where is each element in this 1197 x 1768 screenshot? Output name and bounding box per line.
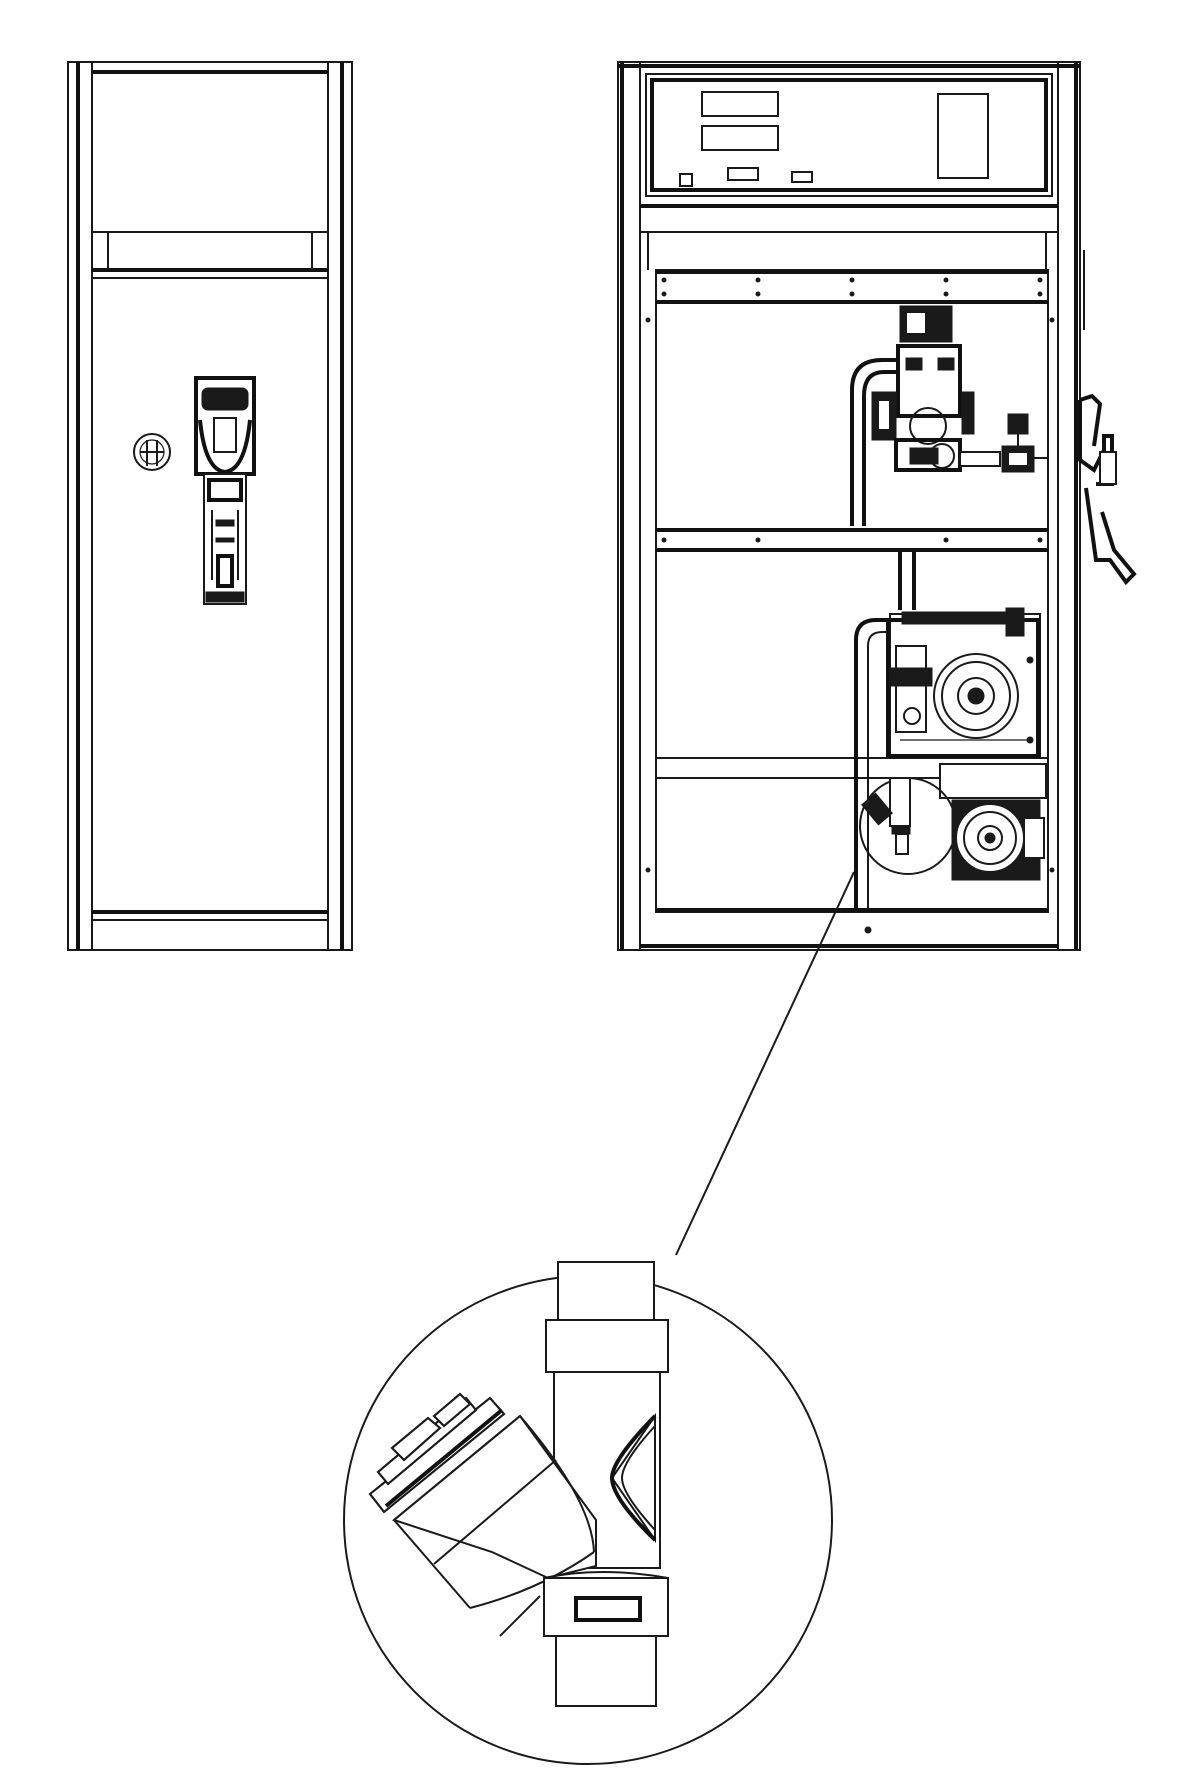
callout-leader-line: [675, 871, 855, 1256]
front-view-open: [617, 61, 1137, 951]
solenoid-valve-assembly: [850, 305, 1048, 526]
card-reader-panel: [937, 93, 989, 179]
nozzle-holster: [194, 376, 256, 605]
side-nozzle: [1078, 250, 1137, 620]
volume-display-window: [701, 125, 779, 151]
price-display-window: [701, 91, 779, 117]
side-view: [67, 61, 353, 951]
display-head: [645, 73, 1053, 197]
keypad-button-2: [727, 167, 759, 181]
strainer-detail: [343, 1261, 833, 1765]
keypad-button-1: [679, 173, 693, 187]
keypad-button-3: [791, 171, 813, 183]
pump-motor: [939, 763, 1047, 881]
side-cabinet-outline: [67, 61, 353, 951]
rivets-top: [645, 277, 1055, 873]
meter-assembly: [854, 552, 1041, 910]
strainer-callout-small: [859, 777, 957, 934]
lock-icon: [133, 433, 171, 471]
strainer-cap: [368, 1392, 597, 1637]
